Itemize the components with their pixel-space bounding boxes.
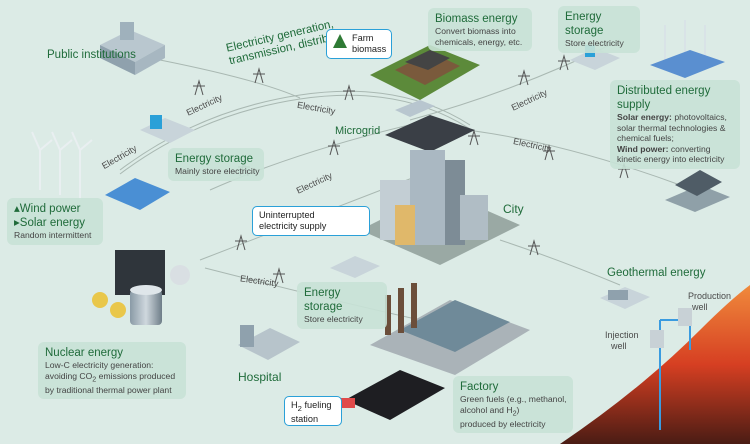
h2-fueling-callout: H2 fueling station (284, 396, 342, 426)
geothermal-label: Geothermal energy (607, 267, 706, 279)
production-well-line2: well (692, 301, 708, 312)
city-buildings (360, 150, 520, 265)
biomass-desc-2: chemicals, energy, etc. (435, 36, 523, 47)
factory-desc-2b: ) (516, 404, 520, 415)
wind-power-label: Wind power (19, 203, 81, 215)
factory-title: Factory (460, 381, 499, 393)
storage-low-title: Energy storage (304, 287, 343, 313)
h2-callout-line1: fueling (301, 400, 332, 410)
factory-info-box: Factory Green fuels (e.g., methanol, alc… (453, 376, 573, 434)
ups-callout: Uninterrupted electricity supply (252, 206, 370, 236)
production-well-label: Production well (688, 291, 731, 312)
pylons (193, 54, 630, 284)
triangle-up-icon: ▴ (14, 203, 20, 215)
solar-desc-1: photovoltaics, (671, 112, 727, 122)
h2-callout-line2: station (291, 413, 319, 424)
injection-well-line2: well (611, 340, 627, 351)
factory-desc-2a: alcohol and H (460, 404, 513, 415)
storage-mid-desc: Mainly store electricity (175, 166, 260, 176)
storage-top-desc: Store electricity (565, 38, 624, 48)
injection-well-label: Injection well (605, 330, 639, 351)
solar-desc-2: solar thermal technologies & (617, 122, 726, 133)
geothermal-terrain (560, 285, 750, 444)
h2-symbol: H (291, 400, 298, 410)
solar-energy-label: Solar energy (19, 217, 85, 229)
storage-top-info-box: Energy storage Store electricity (558, 6, 640, 53)
nuclear-info-box: Nuclear energy Low-C electricity generat… (38, 342, 186, 400)
wind-turbines (31, 131, 93, 200)
biomass-desc-1: Convert biomass into (435, 26, 516, 36)
storage-top-title: Energy storage (565, 11, 604, 37)
energy-storage-mid-unit (140, 115, 195, 143)
farm-callout-line1: Farm (352, 33, 374, 43)
storage-low-desc: Store electricity (304, 314, 363, 324)
biomass-farm (370, 45, 480, 100)
nuclear-plant (92, 250, 190, 325)
solar-desc-3: chemical fuels; (617, 133, 674, 143)
wind-solar-desc: Random intermittent (14, 230, 92, 240)
hospital-label: Hospital (238, 370, 282, 384)
triangle-right-icon: ▸ (14, 217, 20, 229)
public-institutions-label: Public institutions (47, 49, 136, 61)
solar-head: Solar energy: (617, 112, 672, 122)
wind-solar-info-box: ▴Wind power ▸Solar energy Random intermi… (7, 198, 103, 245)
storage-mid-title: Energy storage (175, 153, 253, 165)
solar-panels-left (105, 178, 170, 210)
ups-callout-line2: electricity supply (259, 221, 327, 231)
wind-head: Wind power: (617, 143, 669, 154)
ups-callout-line1: Uninterrupted (259, 210, 315, 220)
wind-desc-1: converting (668, 143, 711, 154)
h2-subscript: 2 (297, 403, 302, 413)
biomass-info-box: Biomass energy Convert biomass into chem… (428, 8, 532, 51)
factory-desc-3: produced by electricity (460, 418, 546, 429)
distributed-wind-solar (650, 20, 725, 78)
factory-desc-1: Green fuels (e.g., methanol, (460, 394, 567, 404)
energy-storage-low-unit (330, 256, 380, 278)
nuclear-desc-2b: emissions produced (96, 370, 176, 381)
nuclear-desc-3: by traditional thermal power plant (45, 384, 172, 395)
distributed-title: Distributed energy supply (617, 85, 711, 111)
geothermal-plant (600, 287, 650, 309)
hospital-building (238, 325, 300, 360)
nuclear-co2-sub: 2 (92, 375, 97, 384)
h2-parking-lot (335, 370, 445, 420)
farm-callout-line2: biomass (352, 44, 387, 54)
biomass-title: Biomass energy (435, 13, 518, 25)
distributed-info-box: Distributed energy supply Solar energy: … (610, 80, 740, 169)
storage-mid-info-box: Energy storage Mainly store electricity (168, 148, 264, 181)
city-label: City (503, 202, 524, 216)
factory-h2-sub: 2 (512, 409, 517, 418)
production-well-line1: Production (688, 291, 732, 301)
nuclear-desc-2a: avoiding CO (45, 370, 93, 381)
storage-low-info-box: Energy storage Store electricity (297, 282, 387, 329)
nuclear-title: Nuclear energy (45, 347, 123, 359)
well-heads (650, 308, 692, 348)
tree-icon (333, 34, 347, 48)
microgrid-label: Microgrid (335, 125, 381, 137)
nuclear-desc-1: Low-C electricity generation: (45, 360, 154, 370)
injection-well-line1: Injection (605, 330, 639, 340)
wind-desc-2: kinetic energy into electricity (617, 154, 725, 164)
factory (370, 283, 530, 375)
microgrid-platform (385, 100, 475, 152)
house (665, 170, 730, 212)
public-institutions-building (100, 22, 165, 75)
